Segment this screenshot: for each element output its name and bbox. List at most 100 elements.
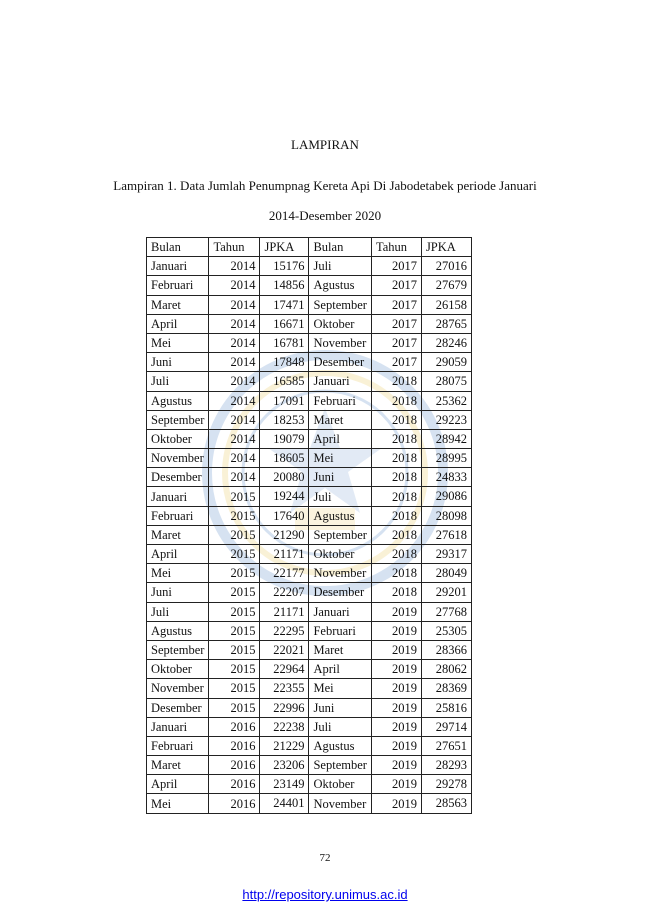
bulan-cell-2: November [308, 332, 372, 354]
repository-link[interactable]: http://repository.unimus.ac.id [242, 887, 408, 902]
tahun-cell-2: 2019 [370, 735, 422, 757]
tahun-cell: 2014 [208, 371, 261, 392]
tahun-cell: 2014 [208, 294, 261, 315]
jpka-cell-2: 29317 [420, 543, 472, 565]
bulan-cell-2: Oktober [308, 313, 372, 334]
jpka-cell-2: 28098 [420, 505, 472, 526]
tahun-cell: 2015 [208, 678, 261, 699]
jpka-cell-2: 27016 [420, 256, 472, 277]
header-jpka: JPKA [259, 236, 310, 258]
tahun-cell: 2015 [208, 601, 261, 622]
jpka-cell-2: 28369 [420, 678, 472, 699]
jpka-cell: 22238 [259, 716, 310, 737]
bulan-cell-2: Juli [308, 486, 372, 507]
bulan-cell-2: Agustus [308, 275, 372, 296]
bulan-cell-2: Desember [308, 582, 372, 603]
bulan-cell: Februari [145, 505, 210, 526]
tahun-cell: 2014 [208, 390, 261, 411]
tahun-cell-2: 2017 [370, 294, 422, 315]
bulan-cell-2: Juni [308, 697, 372, 718]
jpka-cell-2: 27651 [420, 735, 472, 757]
tahun-cell: 2015 [208, 486, 261, 507]
tahun-cell-2: 2019 [370, 755, 422, 776]
tahun-cell-2: 2018 [370, 428, 422, 450]
jpka-cell-2: 25305 [420, 620, 472, 641]
tahun-cell-2: 2019 [370, 639, 422, 661]
bulan-cell: Desember [145, 697, 210, 718]
tahun-cell-2: 2019 [370, 678, 422, 699]
tahun-cell: 2014 [208, 467, 261, 488]
jpka-cell-2: 28062 [420, 659, 472, 680]
bulan-cell-2: Agustus [308, 735, 372, 757]
jpka-cell-2: 28995 [420, 448, 472, 469]
jpka-cell: 21171 [259, 543, 310, 565]
jpka-cell-2: 28049 [420, 563, 472, 584]
tahun-cell: 2015 [208, 639, 261, 661]
bulan-cell-2: Mei [308, 678, 372, 699]
tahun-cell: 2014 [208, 352, 261, 373]
bulan-cell: Oktober [145, 659, 210, 680]
bulan-cell: September [145, 639, 210, 661]
bulan-cell-2: Juli [308, 716, 372, 737]
bulan-cell: Maret [145, 294, 210, 315]
jpka-cell-2: 27618 [420, 524, 472, 546]
jpka-cell: 22964 [259, 659, 310, 680]
jpka-cell-2: 28942 [420, 428, 472, 450]
jpka-cell: 24401 [259, 793, 310, 814]
tahun-cell-2: 2019 [370, 716, 422, 737]
bulan-cell-2: Mei [308, 448, 372, 469]
jpka-cell-2: 25362 [420, 390, 472, 411]
tahun-cell-2: 2018 [370, 563, 422, 584]
bulan-cell: Februari [145, 735, 210, 757]
jpka-cell: 20080 [259, 467, 310, 488]
jpka-cell: 18253 [259, 409, 310, 430]
header-bulan: Bulan [145, 236, 210, 258]
bulan-cell: April [145, 543, 210, 565]
bulan-cell-2: Juni [308, 467, 372, 488]
tahun-cell-2: 2019 [370, 697, 422, 718]
bulan-cell-2: Januari [308, 601, 372, 622]
header-tahun: Tahun [208, 236, 261, 258]
tahun-cell-2: 2019 [370, 620, 422, 641]
bulan-cell-2: Oktober [308, 543, 372, 565]
jpka-cell: 22177 [259, 563, 310, 584]
table-caption-line-1: Lampiran 1. Data Jumlah Penumpnag Kereta… [113, 178, 537, 193]
jpka-cell: 23206 [259, 755, 310, 776]
tahun-cell: 2016 [208, 774, 261, 795]
bulan-cell-2: September [308, 524, 372, 546]
tahun-cell-2: 2019 [370, 793, 422, 814]
tahun-cell: 2015 [208, 697, 261, 718]
jpka-cell: 16781 [259, 332, 310, 354]
tahun-cell-2: 2018 [370, 543, 422, 565]
bulan-cell-2: April [308, 659, 372, 680]
jpka-cell: 14856 [259, 275, 310, 296]
bulan-cell: Januari [145, 716, 210, 737]
tahun-cell: 2015 [208, 582, 261, 603]
tahun-cell: 2016 [208, 735, 261, 757]
jpka-cell-2: 28563 [420, 793, 472, 814]
header-tahun-2: Tahun [370, 236, 422, 258]
bulan-cell: Juni [145, 582, 210, 603]
jpka-cell: 21171 [259, 601, 310, 622]
tahun-cell: 2016 [208, 793, 261, 814]
jpka-cell-2: 28246 [420, 332, 472, 354]
bulan-cell-2: Maret [308, 409, 372, 430]
bulan-cell: April [145, 774, 210, 795]
bulan-cell-2: September [308, 755, 372, 776]
jpka-cell: 17471 [259, 294, 310, 315]
tahun-cell: 2015 [208, 563, 261, 584]
bulan-cell: Mei [145, 563, 210, 584]
bulan-cell-2: September [308, 294, 372, 315]
bulan-cell-2: Oktober [308, 774, 372, 795]
